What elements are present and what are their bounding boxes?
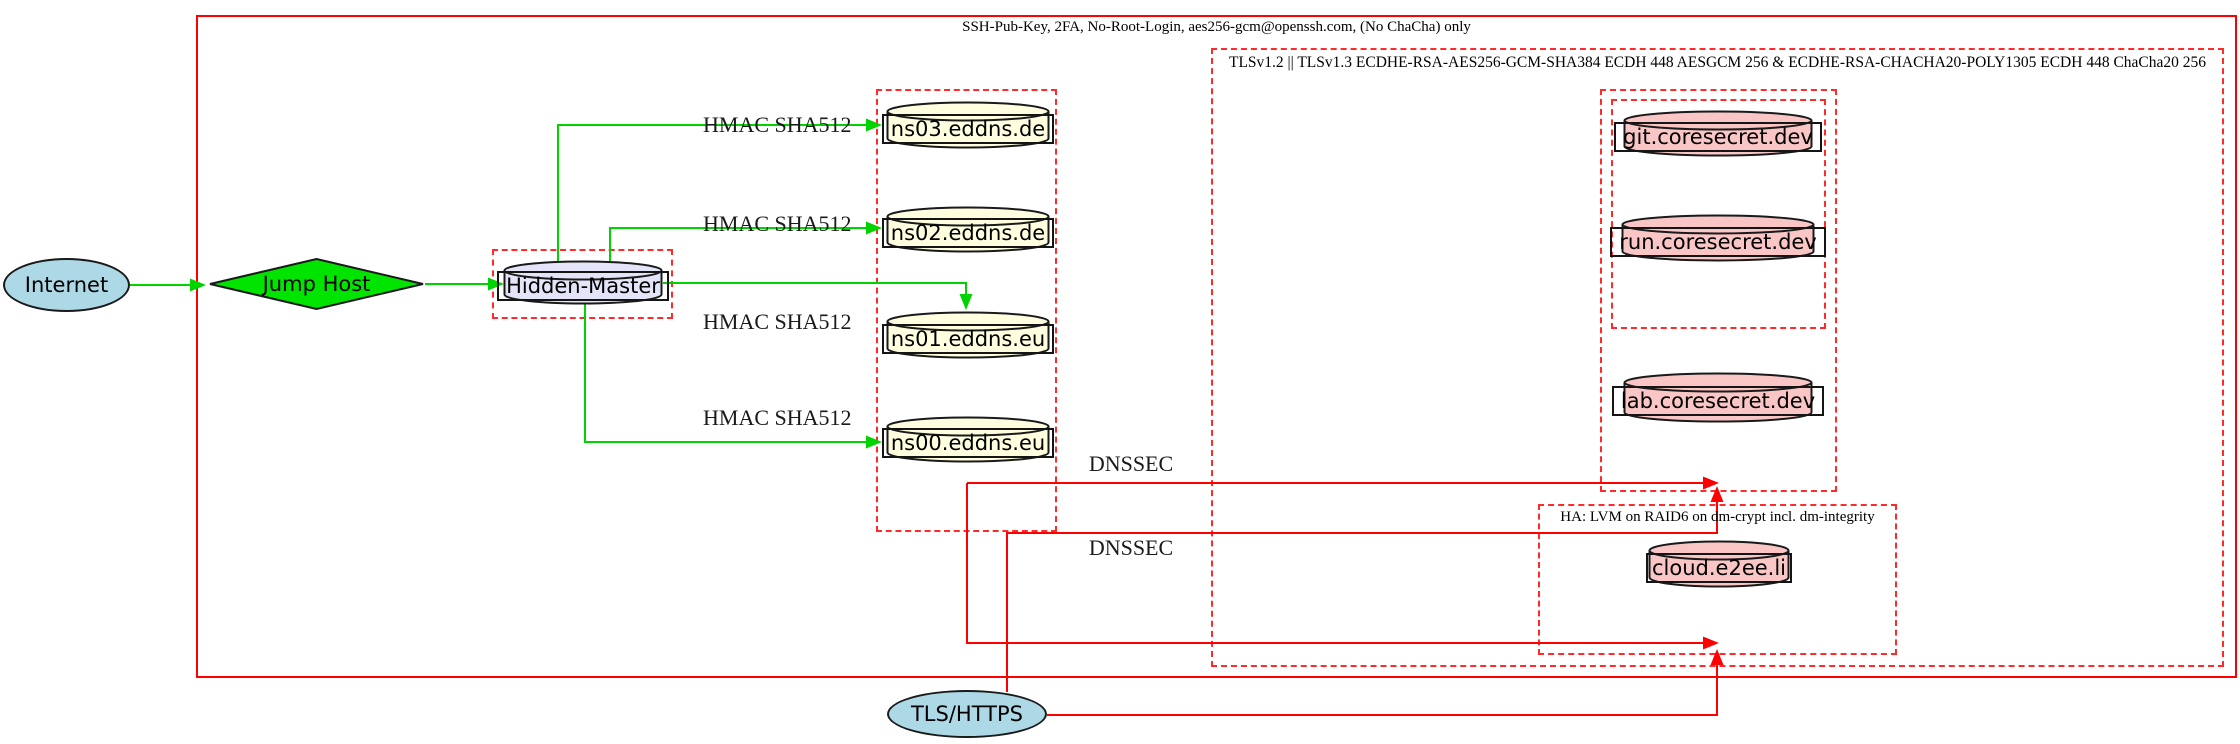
arrowhead	[1710, 486, 1724, 502]
diamond-shape	[209, 258, 424, 310]
node-jump-host-label: Jump Host	[262, 272, 371, 296]
node-ns00-label: ns00.eddns.eu	[881, 428, 1055, 458]
node-tls-https-label: TLS/HTTPS	[910, 702, 1023, 726]
node-internet: Internet	[3, 258, 130, 312]
node-tls-https: TLS/HTTPS	[887, 690, 1047, 738]
edge-label-hmac-ns03: HMAC SHA512	[703, 112, 852, 137]
arrowhead	[190, 278, 206, 292]
node-cloud-e2ee: cloud.e2ee.li	[1646, 540, 1793, 588]
tls-cluster-label: TLSv1.2 || TLSv1.3 ECDHE-RSA-AES256-GCM-…	[1228, 54, 2207, 71]
edge-line	[1006, 502, 1718, 692]
edge-line	[966, 483, 1703, 644]
node-git-label: git.coresecret.dev	[1614, 122, 1822, 152]
node-git-coresecret: git.coresecret.dev	[1614, 110, 1822, 157]
edge-line	[609, 227, 866, 261]
node-lab-coresecret: lab.coresecret.dev	[1611, 372, 1825, 423]
node-ns01-label: ns01.eddns.eu	[881, 323, 1055, 354]
node-ns02-label: ns02.eddns.de	[881, 218, 1055, 248]
node-ns02: ns02.eddns.de	[881, 206, 1055, 253]
edge-label-dnssec-2: DNSSEC	[1088, 535, 1174, 560]
node-internet-label: Internet	[24, 273, 109, 297]
node-lab-label: lab.coresecret.dev	[1611, 386, 1825, 416]
ssh-cluster-label: SSH-Pub-Key, 2FA, No-Root-Login, aes256-…	[962, 19, 1471, 35]
node-jump-host: Jump Host	[208, 258, 425, 310]
edge-line	[663, 282, 967, 294]
edge-label-hmac-ns00: HMAC SHA512	[703, 405, 852, 430]
ha-cluster-label: HA: LVM on RAID6 on dm-crypt incl. dm-in…	[1560, 509, 1875, 525]
arrowhead	[866, 221, 882, 235]
arrowhead	[866, 435, 882, 449]
node-run-label: run.coresecret.dev	[1610, 226, 1826, 257]
node-ns03-label: ns03.eddns.de	[881, 113, 1055, 144]
arrowhead	[488, 277, 504, 291]
node-ns01: ns01.eddns.eu	[881, 311, 1055, 359]
edge-line	[1047, 665, 1718, 716]
edge-label-dnssec-1: DNSSEC	[1088, 451, 1174, 476]
node-cloud-label: cloud.e2ee.li	[1646, 552, 1793, 583]
edge-label-hmac-ns02: HMAC SHA512	[703, 211, 852, 236]
arrowhead	[866, 118, 882, 132]
arrowhead	[959, 294, 973, 310]
arrowhead	[1710, 649, 1724, 665]
edge-line	[557, 124, 866, 261]
node-hidden-master-label: Hidden-Master	[497, 271, 669, 301]
node-run-coresecret: run.coresecret.dev	[1610, 214, 1826, 262]
node-ns03: ns03.eddns.de	[881, 101, 1055, 149]
cluster-ssh-hardening	[196, 15, 2237, 678]
arrowhead	[1703, 476, 1719, 490]
node-hidden-master: Hidden-Master	[497, 260, 669, 305]
arrowhead	[1703, 636, 1719, 650]
cluster-coresecret-inner	[1611, 99, 1826, 329]
edge-label-hmac-ns01: HMAC SHA512	[703, 309, 852, 334]
edge-line	[584, 304, 866, 443]
node-ns00: ns00.eddns.eu	[881, 416, 1055, 463]
